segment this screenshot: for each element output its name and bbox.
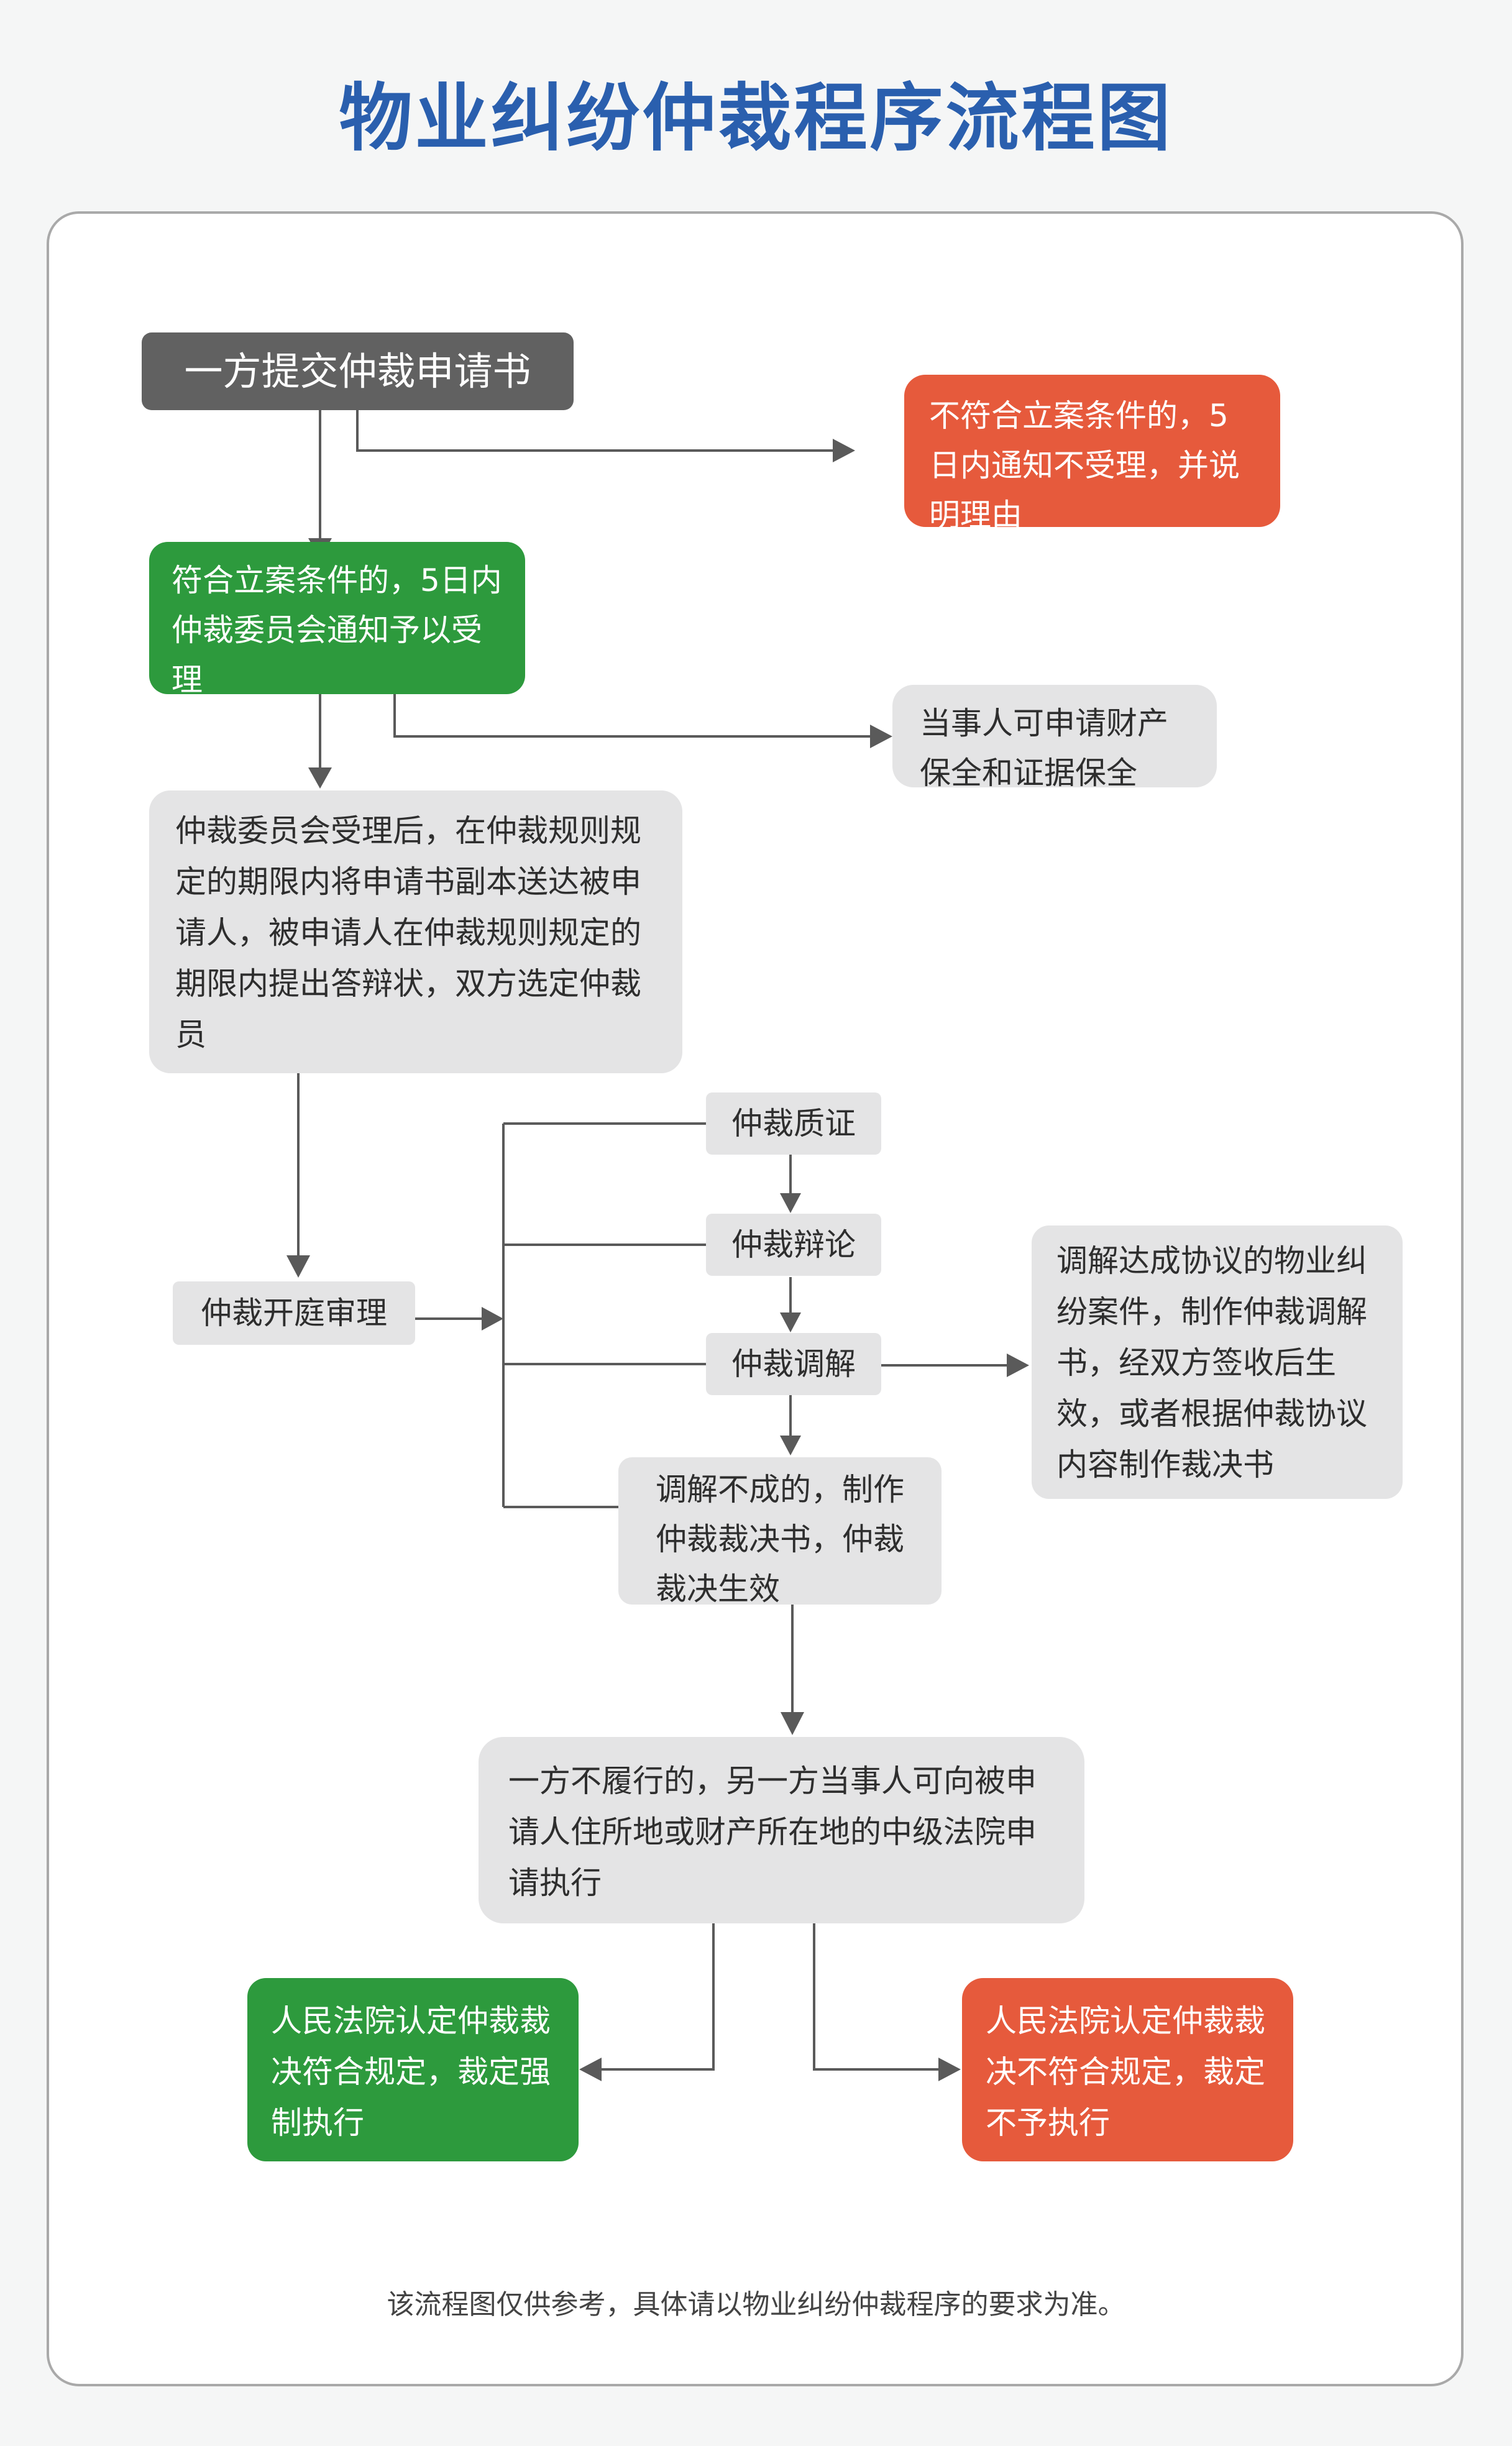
mediation-success-box: 调解达成协议的物业纠纷案件，制作仲裁调解书，经双方签收后生效，或者根据仲裁协议内… [1032, 1225, 1403, 1499]
page-title: 物业纠纷仲裁程序流程图 [339, 75, 1173, 161]
serve-box: 仲裁委员会受理后，在仲裁规则规定的期限内将申请书副本送达被申请人，被申请人在仲裁… [149, 790, 682, 1073]
court-no-box: 人民法院认定仲裁裁决不符合规定，裁定不予执行 [962, 1978, 1293, 2161]
arrow-accept-to-preserve [393, 693, 870, 738]
arrow-enforce-to-court-no [813, 1923, 938, 2071]
evidence-box: 仲裁质证 [706, 1092, 881, 1155]
arrow-submit-to-reject [356, 410, 833, 452]
enforce-box: 一方不履行的，另一方当事人可向被申请人住所地或财产所在地的中级法院申请执行 [479, 1737, 1084, 1923]
footnote: 该流程图仅供参考，具体请以物业纠纷仲裁程序的要求为准。 [387, 2289, 1125, 2320]
arrow-enforce-to-court-ok [602, 1923, 715, 2071]
accept-box: 符合立案条件的，5日内仲裁委员会通知予以受理 [149, 542, 525, 698]
hearing-box: 仲裁开庭审理 [173, 1281, 415, 1345]
reject-box: 不符合立案条件的，5日内通知不受理，并说明理由 [904, 375, 1280, 533]
submit-box: 一方提交仲裁申请书 [142, 332, 574, 410]
preserve-box: 当事人可申请财产保全和证据保全 [892, 685, 1217, 791]
debate-box: 仲裁辩论 [706, 1214, 881, 1276]
court-ok-box: 人民法院认定仲裁裁决符合规定，裁定强制执行 [247, 1978, 579, 2161]
mediation-fail-box: 调解不成的，制作仲裁裁决书，仲裁裁决生效 [618, 1457, 942, 1607]
mediation-box: 仲裁调解 [706, 1333, 881, 1395]
